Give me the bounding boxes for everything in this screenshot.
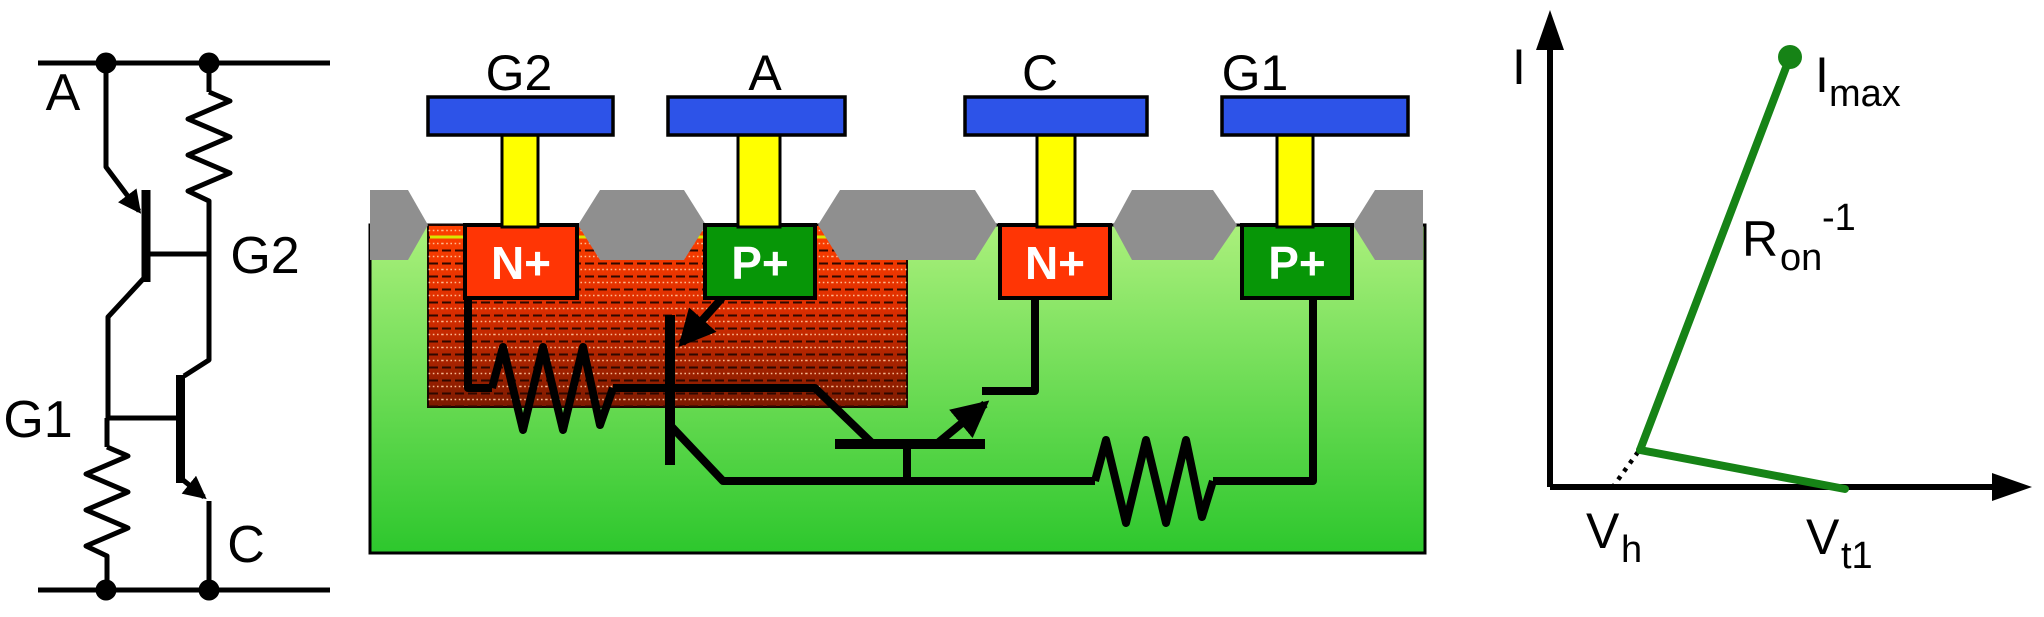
oxide-hexagon	[1113, 190, 1237, 260]
terminal-label-g1: G1	[1222, 45, 1289, 101]
metal-contacts	[426, 95, 1410, 137]
oxide-hexagon	[370, 190, 428, 260]
pnp-emitter-wire	[103, 63, 142, 214]
diffusion-label: N+	[491, 237, 551, 289]
imax-label: Imax	[1815, 47, 1901, 115]
holding-voltage-dashed-line	[1608, 450, 1640, 493]
terminal-label-c: C	[1022, 45, 1058, 101]
diffusion-label: P+	[731, 237, 789, 289]
parasitic-network	[464, 295, 1317, 527]
vt1-label: Vt1	[1806, 509, 1873, 577]
iv-plot: I Imax Ron-1 Vh Vt1	[1512, 10, 2032, 577]
npn-emitter-wire	[982, 298, 1039, 395]
npn-emitter-arrow	[936, 400, 990, 446]
npn-collector-wire	[182, 210, 212, 379]
circuit-gate1-label: G1	[3, 391, 72, 449]
pnp-base-to-npn-collector-wire	[613, 384, 875, 446]
nwell-contact-wire	[464, 298, 492, 392]
ron-label: Ron-1	[1742, 197, 1856, 279]
via	[1035, 133, 1077, 229]
oxide-hexagon	[1353, 190, 1423, 260]
circuit-anode-label: A	[46, 64, 81, 122]
substrate-resistor	[1091, 436, 1217, 527]
y-axis-arrowhead	[1536, 10, 1564, 50]
oxide-hexagon	[578, 190, 706, 260]
diffusion-labels: N+ P+ N+ P+	[491, 237, 1326, 289]
field-oxide-shapes	[370, 190, 1423, 260]
g1-resistor	[83, 444, 131, 590]
oxide-hexagon	[818, 190, 997, 260]
npn-emitter-wire	[181, 475, 207, 500]
metal-plate-g2	[426, 95, 615, 137]
pnp-collector-wire	[105, 275, 147, 418]
nwell-resistor	[488, 343, 617, 434]
plot-y-axis-label: I	[1512, 39, 1526, 95]
diffusion-label: P+	[1268, 237, 1326, 289]
metal-plate-c	[963, 95, 1149, 137]
diffusion-label: N+	[1025, 237, 1085, 289]
on-state-segment	[1636, 53, 1794, 454]
nplus-diffusion-g2	[463, 223, 579, 300]
circuit-gate2-label: G2	[230, 227, 299, 285]
trigger-segment	[1636, 446, 1849, 493]
metal-plate-g1	[1220, 95, 1410, 137]
vh-label: Vh	[1586, 503, 1642, 571]
device-cross-section: N+ P+ N+ P+ G2 A C G1	[368, 45, 1427, 555]
via	[1275, 133, 1315, 229]
pplus-diffusion-a	[703, 223, 817, 300]
g2-resistor	[185, 89, 233, 210]
imax-point	[1778, 45, 1802, 69]
x-axis-arrowhead	[1992, 473, 2032, 501]
terminal-label-g2: G2	[486, 45, 553, 101]
pnp-collector-wire	[667, 422, 1095, 485]
terminal-labels: G2 A C G1	[486, 45, 1289, 101]
metal-plate-a	[666, 95, 847, 137]
substrate-contact-wire	[1213, 298, 1317, 485]
pnp-emitter-arrow	[678, 295, 725, 348]
diffusion-boxes	[463, 223, 1354, 300]
via	[500, 133, 540, 229]
circuit-cathode-label: C	[227, 516, 265, 574]
iv-curve	[1636, 53, 1849, 493]
via	[736, 133, 782, 229]
equivalent-circuit: A G2 G1 C	[3, 52, 330, 601]
terminal-label-a: A	[748, 45, 782, 101]
